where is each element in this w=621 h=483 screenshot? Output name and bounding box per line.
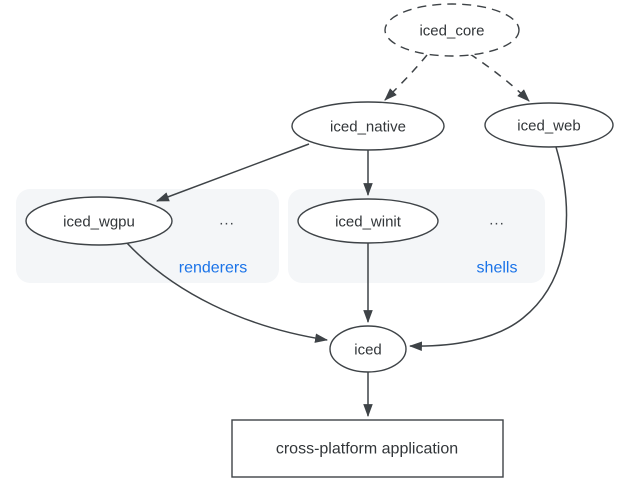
- edge-iced-core-to-iced-native: [384, 54, 428, 101]
- node-iced-winit: iced_winit: [297, 198, 439, 244]
- node-iced-native-label: iced_native: [330, 119, 406, 136]
- node-application-label: cross-platform application: [276, 441, 458, 458]
- node-application-shape: [231, 419, 504, 478]
- shells-ellipsis: ...: [489, 212, 505, 229]
- node-iced-native: iced_native: [291, 101, 445, 151]
- edge-iced-web-to-iced: [408, 146, 568, 352]
- group-label-renderers: renderers: [179, 260, 247, 277]
- edge-iced-native-to-iced-wgpu: [155, 143, 310, 202]
- node-iced-label: iced: [354, 342, 382, 359]
- node-application: cross-platform application: [231, 419, 504, 478]
- node-iced-wgpu-shape: [25, 196, 173, 246]
- node-iced-shape: [329, 325, 407, 373]
- group-label-shells: shells: [477, 260, 518, 277]
- node-iced-native-shape: [291, 101, 445, 151]
- node-iced-winit-shape: [297, 198, 439, 244]
- node-iced-wgpu: iced_wgpu: [25, 196, 173, 246]
- node-iced-web-shape: [484, 102, 614, 148]
- node-iced-wgpu-label: iced_wgpu: [63, 214, 135, 231]
- node-iced-web-label: iced_web: [517, 118, 580, 135]
- node-iced-winit-label: iced_winit: [335, 214, 402, 231]
- edge-iced-wgpu-to-iced: [126, 242, 329, 343]
- node-iced-core-label: iced_core: [419, 23, 484, 40]
- node-iced-web: iced_web: [484, 102, 614, 148]
- node-iced-core: iced_core: [384, 3, 520, 57]
- edge-iced-core-to-iced-web: [469, 53, 530, 102]
- node-iced: iced: [329, 325, 407, 373]
- node-iced-core-shape: [384, 3, 520, 57]
- renderers-ellipsis: ...: [219, 212, 235, 229]
